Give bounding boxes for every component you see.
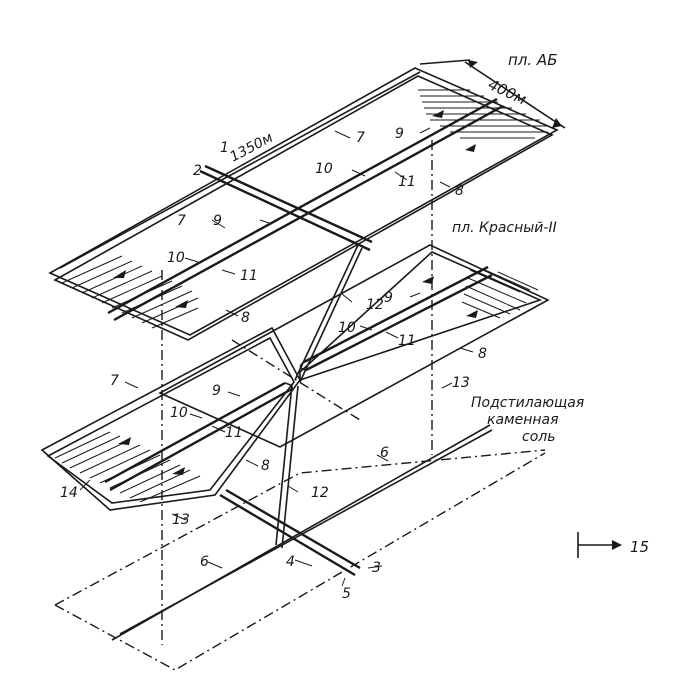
callout-9d: 9 — [212, 383, 221, 399]
label-seam-ab: пл. АБ — [508, 51, 557, 69]
callout-12b: 12 — [311, 485, 329, 501]
shaft-workings — [199, 164, 373, 577]
callout-7a: 7 — [356, 130, 365, 146]
callout-11b: 11 — [240, 268, 258, 284]
callout-11c: 11 — [398, 333, 416, 349]
callout-7c: 7 — [110, 373, 119, 389]
callout-1: 1 — [220, 140, 229, 156]
callout-12a: 12 — [366, 297, 384, 313]
callout-8b: 8 — [241, 310, 250, 326]
callout-4: 4 — [286, 554, 295, 570]
callout-13a: 13 — [452, 375, 470, 391]
callout-9a: 9 — [395, 126, 404, 142]
callout-11a: 11 — [398, 174, 416, 190]
callout-10c: 10 — [338, 320, 356, 336]
callout-7b: 7 — [177, 213, 186, 229]
callout-6b: 6 — [200, 554, 209, 570]
leader-lines — [79, 127, 474, 587]
seam-ab-right-hatch — [418, 89, 548, 139]
width-dimension — [419, 59, 566, 129]
callout-13b: 13 — [172, 512, 190, 528]
callout-10a: 10 — [315, 161, 333, 177]
seam-lower-plate — [40, 326, 301, 511]
callout-10b: 10 — [167, 250, 185, 266]
salt-base-plate — [54, 424, 546, 671]
callout-6a: 6 — [380, 445, 389, 461]
seam-red-plate — [158, 244, 550, 448]
projection-lines — [161, 140, 433, 645]
callout-3: 3 — [372, 560, 381, 576]
label-arrow-num: 15 — [630, 538, 649, 556]
callout-9c: 9 — [384, 290, 393, 306]
callout-10d: 10 — [170, 405, 188, 421]
seam-ab-plate — [48, 67, 559, 341]
callout-numbers: 1 2 3 4 5 6 6 7 7 7 8 8 8 8 9 9 9 9 10 1… — [60, 126, 487, 602]
label-salt-1: Подстилающая — [471, 395, 584, 411]
label-seam-red: пл. Красный-II — [452, 220, 557, 236]
callout-8a: 8 — [455, 183, 464, 199]
callout-2: 2 — [193, 163, 202, 179]
label-width: 400м — [485, 75, 529, 108]
label-salt-2: каменная — [487, 412, 559, 428]
callout-5: 5 — [342, 586, 351, 602]
callout-8c: 8 — [478, 346, 487, 362]
direction-arrow — [577, 532, 622, 558]
callout-11d: 11 — [225, 425, 243, 441]
callout-8d: 8 — [261, 458, 270, 474]
callout-9b: 9 — [213, 213, 222, 229]
label-salt-3: соль — [522, 429, 555, 445]
callout-14: 14 — [60, 485, 78, 501]
